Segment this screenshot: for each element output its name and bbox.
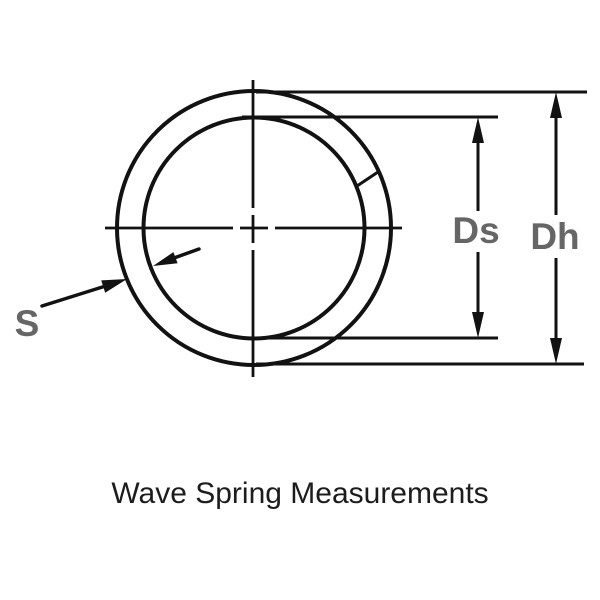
s-thickness-callout <box>40 247 201 308</box>
dh-dimension-line <box>550 92 562 364</box>
dh-arrow-down-icon <box>550 338 562 364</box>
figure-caption: Wave Spring Measurements <box>111 477 488 510</box>
label-dh: Dh <box>530 216 579 257</box>
spring-gap-tick <box>356 170 379 188</box>
ds-arrow-down-icon <box>472 312 484 338</box>
s-inner-arrow-tail <box>172 247 201 260</box>
s-leader-line <box>40 282 114 308</box>
s-outer-arrow-icon <box>101 279 127 293</box>
label-ds: Ds <box>452 210 499 251</box>
ds-arrow-up-icon <box>472 117 484 143</box>
label-s: S <box>15 303 40 344</box>
ds-dimension-line <box>472 117 484 338</box>
dh-arrow-up-icon <box>550 92 562 118</box>
s-inner-arrow-icon <box>153 252 178 266</box>
